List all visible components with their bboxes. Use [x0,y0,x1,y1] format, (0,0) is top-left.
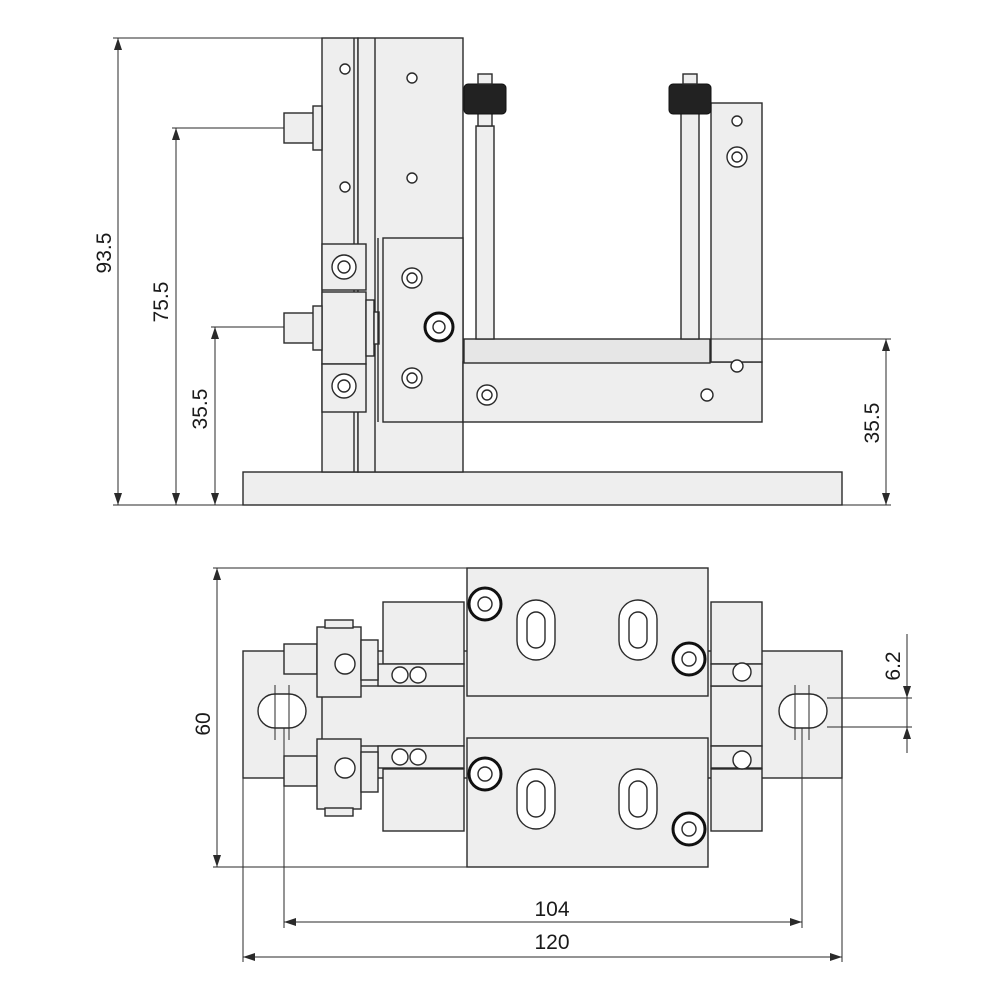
dimension-overall-height: 93.5 [93,37,322,506]
left-guide-rod [475,125,495,340]
side-screw-hole [339,63,351,75]
side-carriage-plate [462,361,763,423]
side-base-plate [242,471,843,506]
side-view: 93.5 75.5 35.5 35.5 [93,37,891,506]
dimension-label: 6.2 [882,651,905,680]
dimension-label: 60 [192,712,215,735]
top-lower-carriage [466,737,709,868]
dimension-slot-offset: 6.2 [827,634,912,753]
top-view: 60 6.2 104 120 [192,567,912,962]
knurled-knob-icon [668,83,712,115]
top-left-block [382,768,465,832]
dimension-label: 35.5 [861,403,884,444]
upper-connector-flange [312,105,323,151]
dimension-lower-port-height: 35.5 [189,326,284,505]
dimension-label: 75.5 [150,282,173,323]
dimension-carriage-height: 35.5 [710,338,891,506]
dimension-hole-spacing: 104 [283,728,803,928]
side-right-plate [710,102,763,363]
top-right-block [710,685,763,747]
top-lower-connector [283,755,318,787]
top-upper-carriage [466,567,709,697]
lower-connector-body [283,312,315,344]
side-screw-hole [406,72,418,84]
side-clamp-block [321,291,367,365]
side-carriage-bar [463,338,711,364]
side-screw-hole [339,181,351,193]
right-guide-rod [680,111,700,340]
dimension-depth: 60 [192,567,467,868]
right-mounting-slot [778,693,828,729]
top-left-block [382,601,465,665]
left-mounting-slot [257,693,307,729]
dimension-label: 35.5 [189,389,212,430]
lower-connector-flange [312,305,323,351]
upper-connector-body [283,112,315,144]
dimension-label: 104 [534,898,569,921]
knurled-knob-icon [463,83,507,115]
dimension-label: 93.5 [93,233,116,274]
top-upper-connector [283,643,318,675]
dimension-label: 120 [534,931,569,954]
dimension-upper-port-height: 75.5 [150,127,284,505]
dimension-overall-width: 120 [242,778,843,962]
side-screw-hole [406,172,418,184]
